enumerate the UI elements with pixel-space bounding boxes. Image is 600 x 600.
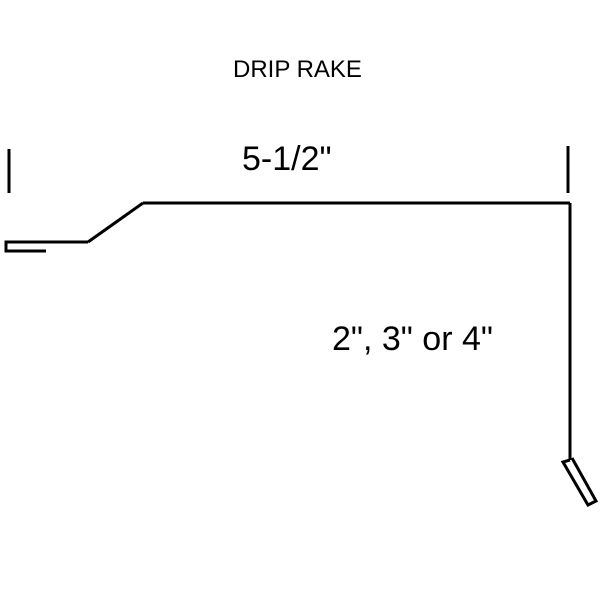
drip-edge (560, 457, 599, 507)
leg-height-label: 2", 3" or 4" (332, 320, 493, 358)
diagram-title: DRIP RAKE (233, 56, 362, 83)
left-hem (4, 240, 88, 253)
left-kick (87, 201, 144, 244)
top-width-label: 5-1/2" (242, 140, 332, 178)
